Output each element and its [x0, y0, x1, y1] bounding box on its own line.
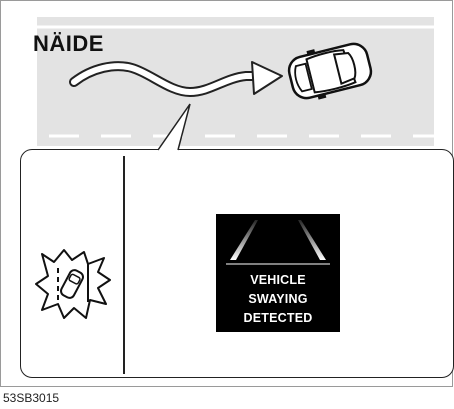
display-message-line-1: VEHICLE	[216, 273, 340, 287]
display-message-line-3: DETECTED	[216, 311, 340, 325]
lane-sway-warning-icon	[34, 248, 112, 320]
cluster-display: VEHICLE SWAYING DETECTED	[216, 214, 340, 332]
figure-code: 53SB3015	[3, 391, 59, 405]
panel-divider	[123, 156, 125, 374]
display-message-line-2: SWAYING	[216, 292, 340, 306]
